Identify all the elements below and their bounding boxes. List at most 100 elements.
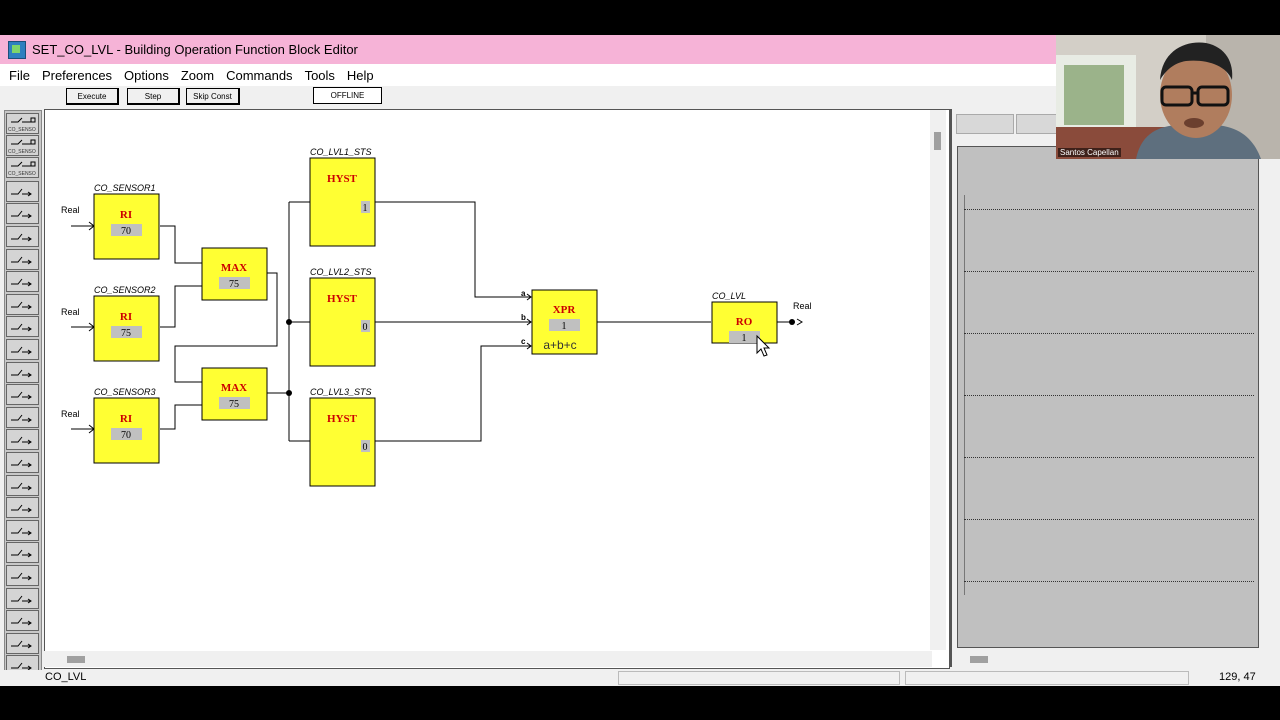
block-value: 1 (562, 321, 567, 332)
diagram-canvas[interactable]: .blk{fill:#ffff33;stroke:#000;stroke-wid… (44, 109, 950, 669)
menu-preferences[interactable]: Preferences (41, 67, 113, 83)
menu-file[interactable]: File (9, 67, 30, 83)
palette-item-label: CO_SENSO (8, 127, 36, 133)
pin-label: c (521, 337, 526, 346)
palette-block-icon (11, 233, 32, 242)
menu-commands[interactable]: Commands (226, 67, 293, 83)
menu-bar: File Preferences Options Zoom Commands T… (0, 64, 1056, 86)
palette-block-icon (11, 161, 36, 167)
trend-grid (957, 146, 1259, 648)
scroll-thumb[interactable] (934, 132, 941, 150)
palette-item[interactable] (6, 203, 39, 225)
app-icon (8, 40, 26, 59)
menu-tools[interactable]: Tools (304, 67, 335, 83)
block-type: XPR (553, 304, 577, 316)
palette-block-icon (11, 117, 36, 123)
palette-block-icon (11, 663, 32, 671)
palette-item[interactable] (6, 339, 39, 360)
palette-item[interactable] (6, 248, 39, 270)
palette-item[interactable] (6, 180, 39, 202)
palette-item-co-sensor[interactable]: CO_SENSO (6, 113, 39, 134)
participant-name: Santos Capellan (1058, 148, 1121, 157)
hyst-block[interactable]: CO_LVL1_STS HYST 1 (309, 147, 376, 247)
webcam-overlay: Santos Capellan (1056, 35, 1280, 159)
grid-line (964, 271, 1254, 272)
palette-item[interactable] (6, 429, 39, 451)
block-value: 0 (363, 442, 368, 453)
palette-block-icon (11, 139, 36, 145)
palette-block-icon (11, 572, 32, 581)
block-type: MAX (221, 262, 247, 274)
palette-block-icon (11, 414, 32, 423)
execute-button[interactable]: Execute (66, 88, 119, 105)
palette-item[interactable] (6, 632, 39, 654)
palette-item[interactable] (6, 497, 39, 519)
block-palette: CO_SENSO CO_SENSO CO_SENSO (4, 110, 42, 680)
palette-item-label: CO_SENSO (8, 149, 36, 155)
palette-item-co-sensor[interactable]: CO_SENSO (6, 157, 39, 178)
block-name: CO_SENSOR1 (94, 183, 156, 193)
pin-label: a (521, 289, 526, 298)
palette-item[interactable] (6, 519, 39, 541)
palette-item[interactable] (6, 361, 39, 383)
max-block[interactable]: MAX 75 (201, 367, 268, 421)
palette-block-icon (11, 324, 32, 332)
block-type: HYST (327, 293, 358, 305)
trend-panel (950, 109, 1266, 667)
hyst-block[interactable]: CO_LVL3_STS HYST 0 (309, 387, 376, 487)
palette-item[interactable] (6, 293, 39, 315)
block-value: 75 (229, 279, 239, 290)
sensor-block[interactable]: CO_SENSOR1 RI 70 (93, 183, 160, 260)
toolbar: Execute Step Skip Const OFFLINE (0, 86, 1056, 107)
max-block[interactable]: MAX 75 (201, 247, 268, 301)
sensor-block[interactable]: CO_SENSOR2 RI 75 (93, 285, 160, 362)
status-block-name: CO_LVL (45, 671, 87, 683)
scroll-thumb[interactable] (67, 656, 85, 663)
palette-block-icon (11, 595, 32, 604)
palette-item[interactable] (6, 587, 39, 609)
palette-block-icon (11, 256, 32, 265)
palette-item[interactable] (6, 542, 39, 564)
canvas-vertical-scrollbar[interactable] (930, 110, 946, 650)
palette-item[interactable] (6, 316, 39, 338)
palette-item[interactable] (6, 406, 39, 428)
palette-item[interactable] (6, 565, 39, 586)
window-title: SET_CO_LVL - Building Operation Function… (32, 42, 358, 57)
palette-item[interactable] (6, 384, 39, 406)
hyst-block[interactable]: CO_LVL2_STS HYST 0 (309, 267, 376, 367)
sensor-block[interactable]: CO_SENSOR3 RI 70 (93, 387, 160, 464)
block-value: 70 (121, 430, 131, 441)
block-name: CO_LVL (712, 291, 746, 301)
menu-options[interactable]: Options (124, 67, 169, 83)
grid-line (964, 209, 1254, 210)
palette-item[interactable] (6, 452, 39, 473)
palette-item-co-sensor[interactable]: CO_SENSO (6, 135, 39, 156)
menu-help[interactable]: Help (346, 67, 374, 83)
panel-tab[interactable] (956, 114, 1014, 134)
input-type-label: Real (61, 409, 80, 419)
wires (71, 201, 803, 442)
xpr-block[interactable]: a b c XPR 1 a+b+c (521, 289, 598, 355)
block-type: RI (120, 311, 132, 323)
mode-indicator: OFFLINE (313, 87, 382, 104)
palette-block-icon (11, 437, 32, 445)
output-block[interactable]: CO_LVL RO 1 (711, 291, 778, 344)
palette-item[interactable] (6, 610, 39, 632)
input-type-label: Real (61, 307, 80, 317)
palette-item[interactable] (6, 271, 39, 293)
skip-const-button[interactable]: Skip Const (186, 88, 240, 105)
block-type: RO (736, 316, 753, 328)
grid-line (964, 581, 1254, 582)
palette-item[interactable] (6, 474, 39, 496)
block-value: 70 (121, 226, 131, 237)
canvas-horizontal-scrollbar[interactable] (44, 651, 932, 667)
status-field (618, 671, 900, 685)
step-button[interactable]: Step (127, 88, 180, 105)
palette-block-icon (11, 391, 32, 400)
scroll-thumb[interactable] (970, 656, 988, 663)
block-value: 0 (363, 322, 368, 333)
menu-zoom[interactable]: Zoom (180, 67, 215, 83)
palette-block-icon (11, 550, 32, 558)
palette-item[interactable] (6, 226, 39, 247)
panel-horizontal-scrollbar[interactable] (952, 651, 1266, 667)
